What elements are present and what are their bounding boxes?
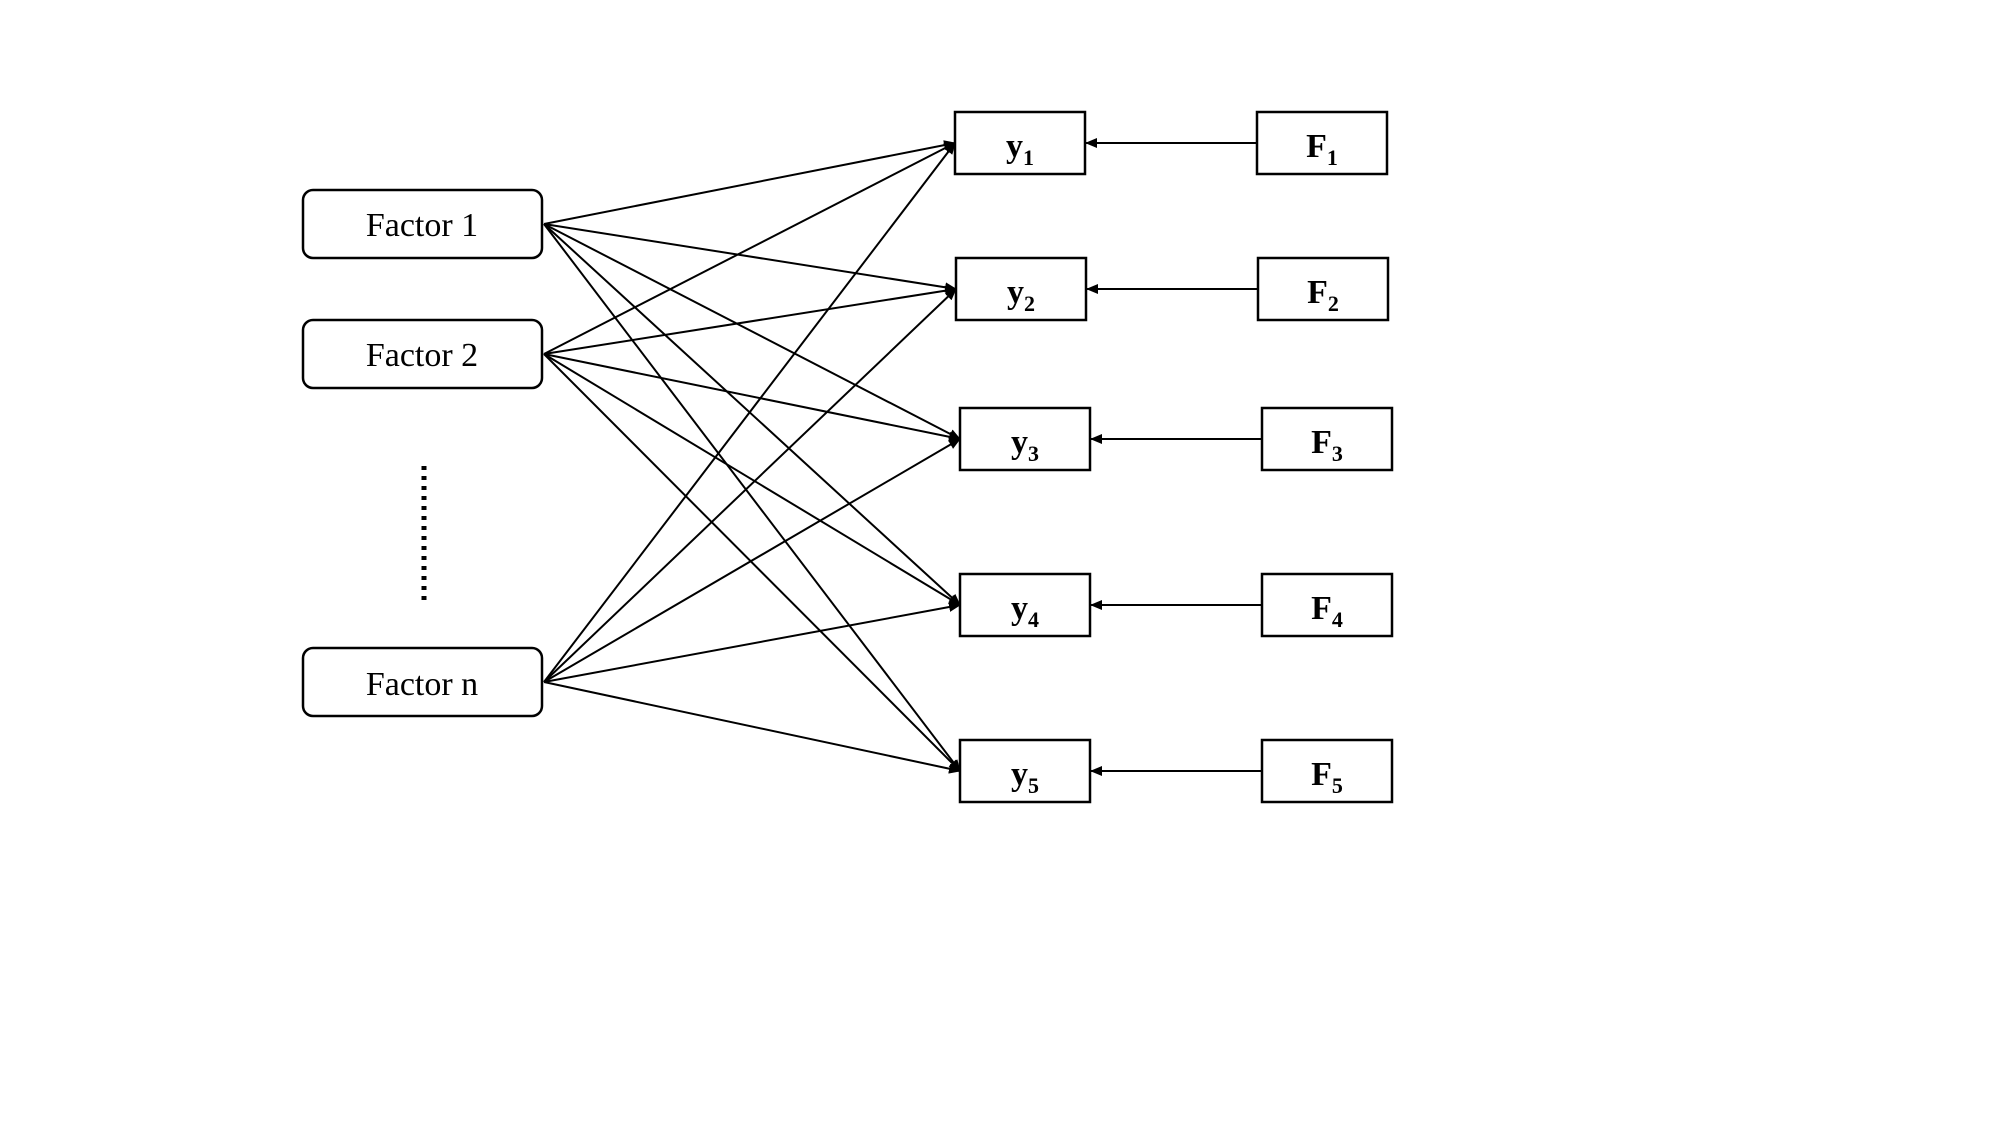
factor-label: Factor n (366, 666, 478, 703)
edge-factor-2-to-y4 (543, 353, 961, 606)
output-label: y1 (1006, 128, 1034, 170)
input-label: F4 (1311, 590, 1343, 632)
factor-node-1: Factor 1 (301, 188, 544, 260)
output-node-y4: y4 (958, 572, 1092, 638)
output-node-y5: y5 (958, 738, 1092, 804)
input-label: F3 (1311, 424, 1343, 466)
input-box (1260, 738, 1394, 804)
edge-factor-1-to-y5 (543, 223, 961, 772)
output-box (958, 738, 1092, 804)
input-label: F1 (1306, 128, 1338, 170)
output-box (953, 110, 1087, 176)
input-node-F3: F3 (1260, 406, 1394, 472)
output-box (954, 256, 1088, 322)
input-box (1260, 572, 1394, 638)
input-box (1256, 256, 1390, 322)
input-node-F2: F2 (1256, 256, 1390, 322)
input-node-F5: F5 (1260, 738, 1394, 804)
output-node-y1: y1 (953, 110, 1087, 176)
edge-factor-n-to-y1 (543, 142, 956, 683)
output-box (958, 572, 1092, 638)
factor-label: Factor 1 (366, 207, 478, 244)
input-node-F4: F4 (1260, 572, 1394, 638)
input-label: F2 (1307, 274, 1339, 316)
edge-factor-n-to-y5 (543, 681, 961, 774)
factor-box (301, 188, 544, 260)
input-box (1255, 110, 1389, 176)
input-label: F5 (1311, 756, 1343, 798)
edge-factor-1-to-y3 (543, 223, 961, 440)
output-label: y4 (1011, 590, 1039, 632)
edge-factor-2-to-y5 (543, 353, 961, 772)
factor-label: Factor 2 (366, 337, 478, 374)
edge-factor-1-to-y1 (543, 140, 956, 225)
output-label: y3 (1011, 424, 1039, 466)
edge-factor-n-to-y4 (543, 602, 961, 683)
edge-factor-1-to-y4 (543, 223, 961, 606)
factor-box (301, 646, 544, 718)
factor-node-2: Factor 2 (301, 318, 544, 390)
output-node-y3: y3 (958, 406, 1092, 472)
input-node-F1: F1 (1255, 110, 1389, 176)
edge-factor-n-to-y3 (543, 438, 961, 683)
factor-box (301, 318, 544, 390)
output-label: y5 (1011, 756, 1039, 798)
edge-factor-2-to-y2 (543, 285, 957, 355)
output-box (958, 406, 1092, 472)
output-label: y2 (1007, 274, 1035, 316)
edges-layer (543, 138, 1262, 776)
edge-factor-1-to-y2 (543, 223, 957, 293)
input-box (1260, 406, 1394, 472)
edge-factor-2-to-y1 (543, 142, 956, 355)
edge-factor-2-to-y3 (543, 353, 961, 442)
factor-node-n: Factor n (301, 646, 544, 718)
output-node-y2: y2 (954, 256, 1088, 322)
edge-factor-n-to-y2 (543, 288, 957, 683)
